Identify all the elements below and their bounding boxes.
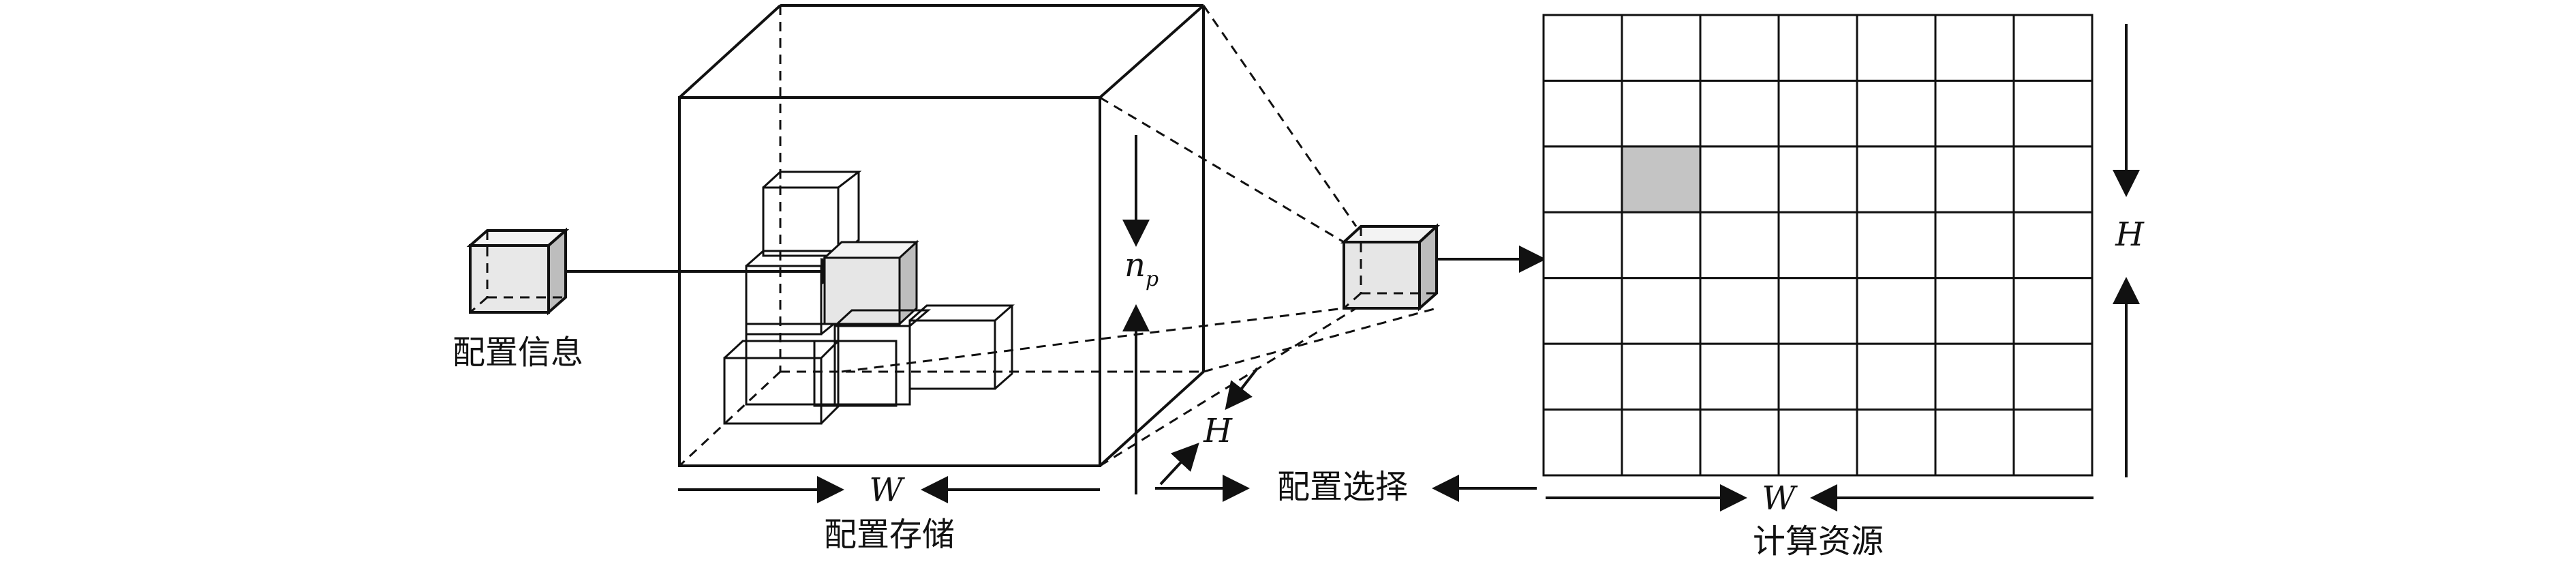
grid-cell <box>1777 277 1858 345</box>
grid-cell <box>1934 409 2015 477</box>
grid-cell <box>1699 79 1780 148</box>
config-storage-cube <box>678 4 1205 467</box>
grid-cell <box>1621 14 1702 82</box>
grid-cell <box>1699 342 1780 411</box>
grid-cell <box>1542 14 1623 82</box>
h-middle-arrow-down <box>1225 367 1259 411</box>
grid-cell <box>1699 14 1780 82</box>
inner-cube-shaded <box>822 239 919 327</box>
grid-cell <box>1856 409 1937 477</box>
grid-cell <box>1542 79 1623 148</box>
grid-cell <box>1542 409 1623 477</box>
grid-cell <box>1621 342 1702 411</box>
grid-cell <box>1934 145 2015 213</box>
compute-resource-label: 计算资源 <box>1753 522 1884 561</box>
selected-config-cube <box>1340 223 1441 312</box>
grid-cell <box>1777 14 1858 82</box>
compute-resource-grid <box>1542 14 2094 477</box>
grid-cell <box>1621 211 1702 280</box>
grid-cell <box>1777 211 1858 280</box>
grid-cell <box>2012 14 2094 82</box>
grid-cell <box>1934 79 2015 148</box>
grid-cell <box>1542 277 1623 345</box>
inner-cube-bottom-4 <box>908 304 1015 390</box>
grid-cell <box>1856 277 1937 345</box>
grid-cell <box>1934 342 2015 411</box>
grid-cell <box>2012 211 2094 280</box>
w-right-label: W <box>1762 479 1798 518</box>
grid-cell <box>2012 145 2094 213</box>
inner-cube-bottom-5 <box>813 340 898 407</box>
config-info-cube <box>466 227 570 316</box>
grid-cell <box>1934 211 2015 280</box>
grid-cell <box>1699 277 1780 345</box>
grid-cell <box>1621 79 1702 148</box>
grid-cell <box>1542 342 1623 411</box>
grid-cell <box>2012 409 2094 477</box>
np-label: np <box>1124 246 1159 291</box>
h-right-label: H <box>2115 216 2145 254</box>
inner-cube-bottom-2 <box>745 323 840 406</box>
grid-cell <box>1699 409 1780 477</box>
h-middle-arrow-up <box>1159 443 1199 486</box>
grid-cell <box>1934 277 2015 345</box>
config-select-label: 配置选择 <box>1277 468 1408 506</box>
grid-cell <box>1542 211 1623 280</box>
grid-cell <box>2012 277 2094 345</box>
grid-cell <box>1777 409 1858 477</box>
grid-cell-selected <box>1621 145 1702 213</box>
grid-cell <box>1856 145 1937 213</box>
grid-cell <box>1621 409 1702 477</box>
grid-cell <box>2012 342 2094 411</box>
grid-cell <box>1856 342 1937 411</box>
grid-cell <box>1777 342 1858 411</box>
grid-cell <box>1777 79 1858 148</box>
inner-cubes <box>723 170 1015 425</box>
projection-lines <box>841 5 1437 467</box>
grid-cell <box>1856 14 1937 82</box>
grid-cell <box>1699 145 1780 213</box>
config-storage-label: 配置存储 <box>824 516 955 554</box>
config-info-label: 配置信息 <box>453 333 583 372</box>
grid-cell <box>1621 277 1702 345</box>
grid-cell <box>2012 79 2094 148</box>
h-middle-label: H <box>1203 412 1233 450</box>
w-left-label: W <box>869 471 905 509</box>
grid-cell <box>1542 145 1623 213</box>
grid-cell <box>1777 145 1858 213</box>
grid-cell <box>1699 211 1780 280</box>
grid-cell <box>1856 211 1937 280</box>
grid-cell <box>1934 14 2015 82</box>
grid-cell <box>1856 79 1937 148</box>
